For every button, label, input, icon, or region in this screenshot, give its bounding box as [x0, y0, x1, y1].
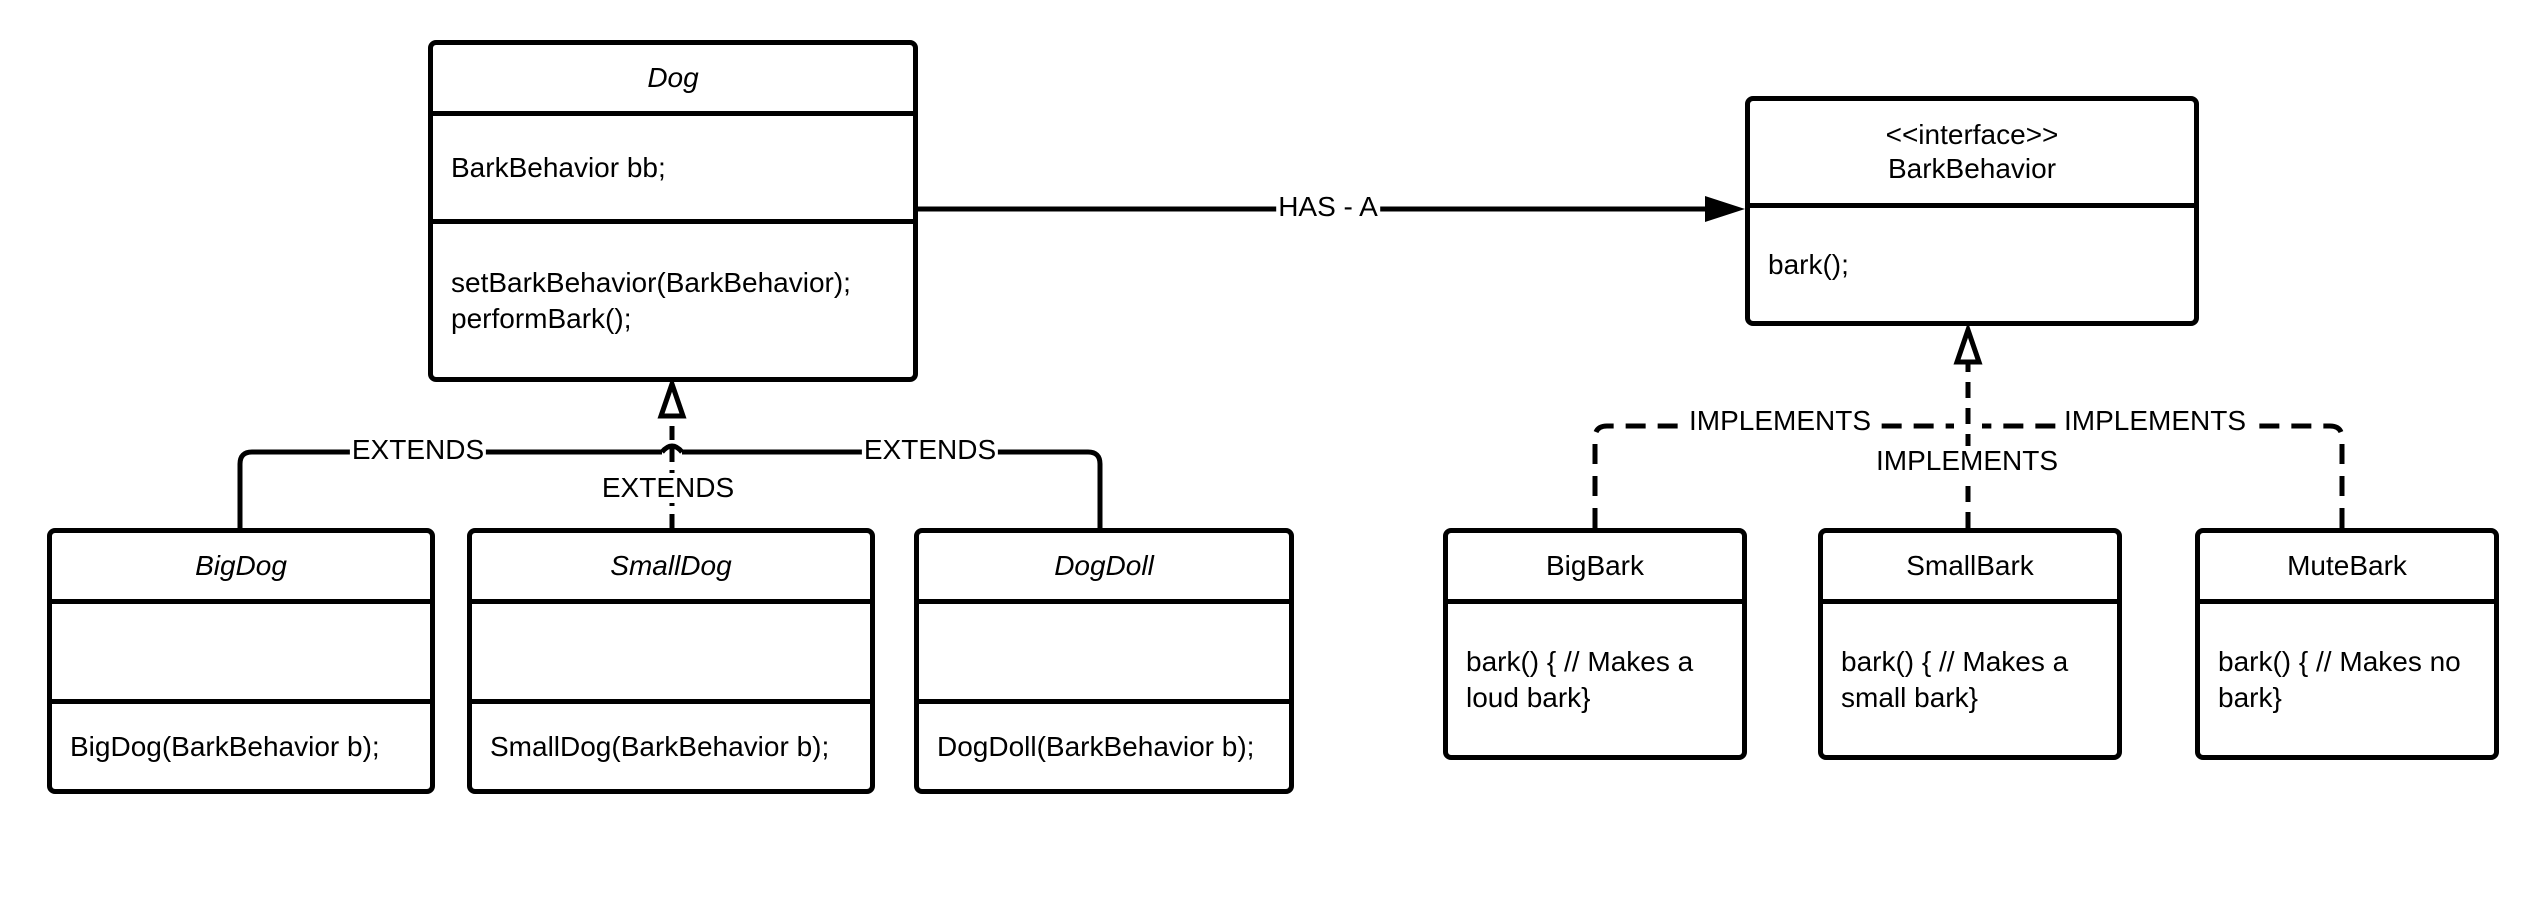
- attributes-section: [919, 599, 1289, 699]
- attributes-section: [472, 599, 870, 699]
- interface-methods: bark();: [1750, 203, 2194, 321]
- class-name-section: BigBark: [1448, 533, 1742, 599]
- methods-section: bark() { // Makes a small bark}: [1823, 599, 2117, 755]
- implements-left-line: [1592, 423, 1954, 528]
- class-name: MuteBark: [2287, 550, 2407, 581]
- class-name-section: SmallBark: [1823, 533, 2117, 599]
- extends-hop: [660, 443, 684, 454]
- methods-section: DogDoll(BarkBehavior b);: [919, 699, 1289, 789]
- class-name: BigBark: [1545, 550, 1645, 581]
- extends-left-label: EXTENDS: [349, 434, 487, 465]
- method-text: BigDog(BarkBehavior b);: [70, 730, 380, 762]
- attribute-text: BarkBehavior bb;: [451, 151, 666, 183]
- class-name: SmallBark: [1906, 550, 2034, 581]
- class-mutebark: MuteBark bark() { // Makes no bark}: [2195, 528, 2499, 760]
- methods-section: SmallDog(BarkBehavior b);: [472, 699, 870, 789]
- implements-arrowhead: [1953, 322, 1983, 365]
- implements-left-label: IMPLEMENTS: [1686, 405, 1874, 436]
- interface-name: BarkBehavior: [1887, 153, 2057, 184]
- method-text: bark}: [2218, 681, 2282, 713]
- has-a-label: HAS - A: [1276, 191, 1380, 222]
- method-text: loud bark}: [1466, 681, 1591, 713]
- class-dogdoll: DogDoll DogDoll(BarkBehavior b);: [914, 528, 1294, 794]
- methods-section: BigDog(BarkBehavior b);: [52, 699, 430, 789]
- attributes-section: [52, 599, 430, 699]
- extends-left-line: [237, 449, 662, 528]
- extends-middle-label: EXTENDS: [599, 472, 737, 503]
- method-text: bark();: [1768, 248, 1849, 280]
- method-text: SmallDog(BarkBehavior b);: [490, 730, 830, 762]
- implements-right-line: [1982, 423, 2345, 528]
- class-dog-attributes: BarkBehavior bb;: [433, 111, 913, 219]
- class-name-section: BigDog: [52, 533, 430, 599]
- method-text: small bark}: [1841, 681, 1978, 713]
- interface-header: <<interface>> BarkBehavior: [1750, 101, 2194, 203]
- class-dog-name: Dog: [433, 45, 913, 111]
- class-name-section: DogDoll: [919, 533, 1289, 599]
- stereotype-text: <<interface>>: [1885, 119, 2059, 150]
- method-text: bark() { // Makes a: [1466, 645, 1694, 677]
- class-name: Dog: [647, 62, 699, 93]
- class-bigbark: BigBark bark() { // Makes a loud bark}: [1443, 528, 1747, 760]
- methods-section: bark() { // Makes a loud bark}: [1448, 599, 1742, 755]
- extends-right-line: [682, 449, 1103, 528]
- class-dog-methods: setBarkBehavior(BarkBehavior); performBa…: [433, 219, 913, 377]
- method-text: bark() { // Makes a: [1841, 645, 2069, 677]
- has-a-arrowhead: [1705, 196, 1745, 222]
- extends-arrowhead: [657, 376, 687, 419]
- class-name: SmallDog: [610, 550, 732, 581]
- method-text: bark() { // Makes no: [2218, 645, 2461, 677]
- extends-right-label: EXTENDS: [861, 434, 999, 465]
- implements-right-label: IMPLEMENTS: [2061, 405, 2249, 436]
- class-smalldog: SmallDog SmallDog(BarkBehavior b);: [467, 528, 875, 794]
- methods-section: bark() { // Makes no bark}: [2200, 599, 2494, 755]
- class-name: BigDog: [195, 550, 287, 581]
- method-text: DogDoll(BarkBehavior b);: [937, 730, 1255, 762]
- method-text: performBark();: [451, 302, 632, 334]
- interface-bark-behavior: <<interface>> BarkBehavior bark();: [1745, 96, 2199, 326]
- method-text: setBarkBehavior(BarkBehavior);: [451, 266, 851, 298]
- class-name: DogDoll: [1054, 550, 1154, 581]
- class-name-section: MuteBark: [2200, 533, 2494, 599]
- implements-middle-label: IMPLEMENTS: [1873, 445, 2061, 476]
- class-bigdog: BigDog BigDog(BarkBehavior b);: [47, 528, 435, 794]
- class-name-section: SmallDog: [472, 533, 870, 599]
- class-dog: Dog BarkBehavior bb; setBarkBehavior(Bar…: [428, 40, 918, 382]
- class-smallbark: SmallBark bark() { // Makes a small bark…: [1818, 528, 2122, 760]
